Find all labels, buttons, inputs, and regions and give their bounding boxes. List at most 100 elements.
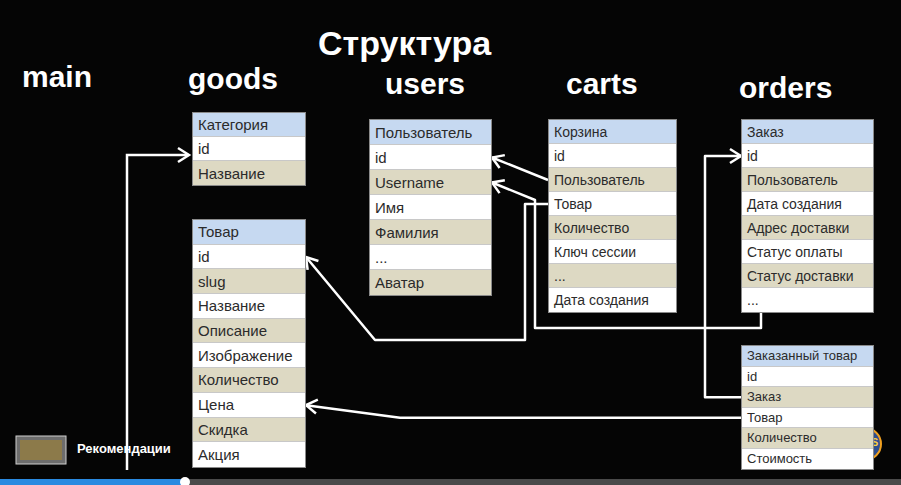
- section-heading: main: [22, 60, 92, 94]
- section-heading: users: [385, 67, 465, 101]
- table-field: Товар: [742, 408, 873, 429]
- field-name: ...: [375, 249, 388, 266]
- field-name: id: [198, 140, 210, 157]
- field-name: Ключ сессии: [554, 244, 636, 260]
- table-field: ...: [370, 245, 491, 270]
- connector: [492, 155, 548, 180]
- table-field: id: [742, 367, 873, 388]
- table-header: Товар: [193, 220, 305, 245]
- player-label: Рекомендации: [77, 441, 171, 456]
- progress-knob: [180, 477, 190, 485]
- table-field: Дата создания: [742, 192, 873, 216]
- table-box: Заказанный товар idЗаказТоварКоличествоСт…: [741, 345, 874, 470]
- thumbnail-image: [20, 440, 62, 460]
- table-box: Корзина idПользовательТоварКоличествоКлюч…: [548, 119, 677, 313]
- field-name: Изображение: [198, 347, 293, 364]
- table-field: Статус доставки: [742, 264, 873, 288]
- table-field: Username: [370, 170, 491, 195]
- table-field: Количество: [742, 428, 873, 449]
- table-field: id: [742, 144, 873, 168]
- table-name: Корзина: [554, 124, 607, 140]
- field-name: Username: [375, 174, 444, 191]
- table-field: Название: [193, 161, 305, 185]
- field-name: Название: [198, 165, 265, 182]
- main-arrow-line: [127, 155, 188, 470]
- table-field: id: [193, 245, 305, 270]
- field-name: id: [375, 149, 387, 166]
- title: Структура: [318, 24, 491, 63]
- connector-line: [705, 156, 741, 397]
- field-name: Дата создания: [747, 196, 842, 212]
- table-header: Пользователь: [370, 120, 491, 145]
- field-name: Акция: [198, 446, 240, 463]
- arrow-head: [306, 257, 318, 270]
- field-name: id: [198, 248, 210, 265]
- field-name: id: [554, 148, 565, 164]
- connector-line: [492, 158, 548, 181]
- field-name: Пользователь: [554, 172, 645, 188]
- section-heading: carts: [566, 67, 638, 101]
- table-field: Пользователь: [549, 168, 676, 192]
- table-header: Корзина: [549, 120, 676, 144]
- table-box: Категория idНазвание: [192, 112, 306, 186]
- table-field: Имя: [370, 195, 491, 220]
- table-box: ЗаказidПользовательДата созданияАдрес до…: [741, 119, 874, 313]
- thumbnail: [16, 436, 66, 464]
- main-arrow-head: [178, 148, 189, 162]
- progress-bar: [0, 479, 901, 485]
- field-name: Скидка: [198, 421, 248, 438]
- connector-line: [306, 204, 548, 340]
- table-header: Заказанный товар: [742, 346, 873, 367]
- section-heading: goods: [188, 62, 278, 96]
- table-field: Товар: [549, 192, 676, 216]
- table-field: Описание: [193, 319, 305, 344]
- field-name: Дата создания: [554, 292, 649, 308]
- table-field: Адрес доставки: [742, 216, 873, 240]
- field-name: Описание: [198, 322, 267, 339]
- field-name: slug: [198, 273, 226, 290]
- table-field: Фамилия: [370, 220, 491, 245]
- table-field: Аватар: [370, 270, 491, 295]
- arrow-head: [730, 149, 741, 163]
- table-field: Пользователь: [742, 168, 873, 192]
- field-name: Заказ: [747, 389, 781, 404]
- field-name: Количество: [554, 220, 629, 236]
- section-heading: orders: [739, 71, 832, 105]
- table-field: Цена: [193, 393, 305, 418]
- field-name: ...: [747, 292, 759, 308]
- table-field: id: [549, 144, 676, 168]
- table-field: Стоимость: [742, 449, 873, 470]
- table-field: Ключ сессии: [549, 240, 676, 264]
- field-name: Имя: [375, 199, 404, 216]
- field-name: Пользователь: [747, 172, 838, 188]
- table-field: slug: [193, 269, 305, 294]
- field-name: Количество: [747, 430, 817, 445]
- table-field: Название: [193, 294, 305, 319]
- field-name: Аватар: [375, 274, 424, 291]
- table-field: ...: [549, 264, 676, 288]
- field-name: id: [747, 369, 757, 384]
- table-field: id: [193, 137, 305, 161]
- connector-line: [492, 183, 761, 329]
- arrow-head: [492, 180, 505, 193]
- table-field: id: [370, 145, 491, 170]
- field-name: Товар: [747, 410, 782, 425]
- table-name: Пользователь: [375, 124, 472, 141]
- field-name: Количество: [198, 371, 279, 388]
- table-name: Заказанный товар: [747, 348, 857, 363]
- table-field: Количество: [549, 216, 676, 240]
- table-name: Категория: [198, 116, 268, 133]
- table-field: Статус оплаты: [742, 240, 873, 264]
- table-field: Скидка: [193, 418, 305, 443]
- table-field: Количество: [193, 368, 305, 393]
- table-name: Товар: [198, 223, 239, 240]
- field-name: Товар: [554, 196, 592, 212]
- progress-played: [0, 479, 185, 485]
- field-name: Статус оплаты: [747, 244, 843, 260]
- field-name: Фамилия: [375, 224, 439, 241]
- connector-line: [306, 405, 741, 418]
- table-header: Заказ: [742, 120, 873, 144]
- table-field: Заказ: [742, 387, 873, 408]
- table-box: Товар id slugНазваниеОписаниеИзображениеКо…: [192, 219, 306, 468]
